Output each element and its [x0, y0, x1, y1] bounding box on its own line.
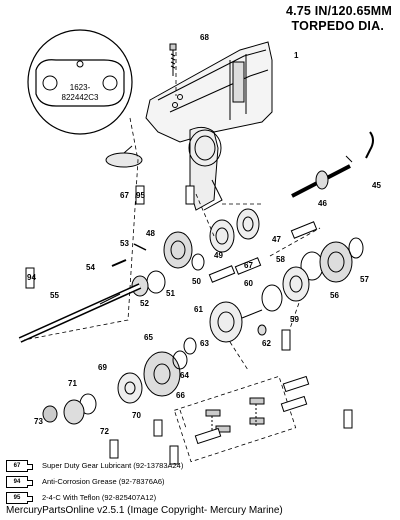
callout-47: 47 — [272, 235, 281, 244]
callout-72: 72 — [100, 427, 109, 436]
legend-row: 67 Super Duty Gear Lubricant (92-13783A2… — [6, 460, 306, 472]
callout-60: 60 — [244, 279, 253, 288]
legend-row: 95 2-4-C With Teflon (92-825407A12) — [6, 492, 306, 504]
inset-casting-line1: 1623- — [70, 83, 91, 92]
callout-59: 59 — [290, 315, 299, 324]
callout-50: 50 — [192, 277, 201, 286]
callout-69: 69 — [98, 363, 107, 372]
part-68-bolt — [169, 43, 177, 76]
tube-tag-94: 94 — [27, 273, 36, 282]
legend-text: 2-4-C With Teflon (92-825407A12) — [42, 493, 157, 502]
callout-57: 57 — [360, 275, 369, 284]
callout-52: 52 — [140, 299, 149, 308]
legend-text: Anti-Corrosion Grease (92-78376A6) — [42, 477, 165, 486]
part-48-gear — [163, 231, 193, 269]
callout-55: 55 — [50, 291, 59, 300]
tube-tag-67: 67 — [244, 261, 253, 270]
legend-tube-icon: 67 — [6, 460, 33, 472]
callout-48: 48 — [146, 229, 155, 238]
part-67-washer — [105, 152, 143, 168]
callout-65: 65 — [144, 333, 153, 342]
callout-53: 53 — [120, 239, 129, 248]
callout-73: 73 — [34, 417, 43, 426]
callout-66: 66 — [176, 391, 185, 400]
legend-tube-icon: 94 — [6, 476, 33, 488]
callout-58: 58 — [276, 255, 285, 264]
part-49-bearing — [209, 208, 260, 253]
part-61-carrier — [209, 301, 263, 343]
callout-labels: 68 1 45 46 67 53 48 49 47 54 50 52 51 55… — [34, 33, 381, 436]
lubricant-tubes — [25, 185, 353, 465]
callout-71: 71 — [68, 379, 77, 388]
casting-number-inset: 1623- 822442C3 — [27, 29, 133, 135]
inset-casting-line2: 822442C3 — [62, 93, 99, 102]
callout-64: 64 — [180, 371, 189, 380]
callout-62: 62 — [262, 339, 271, 348]
copyright-footer: MercuryPartsOnline v2.5.1 (Image Copyrig… — [6, 505, 283, 516]
diagram-title-line1: 4.75 IN/120.65MM — [285, 4, 392, 18]
lubricant-tags: 95 94 67 — [27, 191, 253, 282]
gear-housing — [145, 41, 273, 211]
diagram-title-line2: TORPEDO DIA. — [291, 19, 384, 33]
callout-1: 1 — [294, 51, 299, 60]
callout-68: 68 — [200, 33, 209, 42]
part-46-shaft — [291, 155, 353, 198]
callout-63: 63 — [200, 339, 209, 348]
callout-51: 51 — [166, 289, 175, 298]
callout-70: 70 — [132, 411, 141, 420]
legend-tube-icon: 95 — [6, 492, 33, 504]
forward-gear-group — [261, 237, 364, 312]
callout-54: 54 — [86, 263, 95, 272]
part-45-pin — [365, 131, 374, 159]
callout-61: 61 — [194, 305, 203, 314]
legend-row: 94 Anti-Corrosion Grease (92-78376A6) — [6, 476, 306, 488]
callout-67: 67 — [120, 191, 129, 200]
callout-49: 49 — [214, 251, 223, 260]
reverse-gear-group — [143, 350, 188, 397]
callout-46: 46 — [318, 199, 327, 208]
tube-tag-95: 95 — [136, 191, 145, 200]
callout-45: 45 — [372, 181, 381, 190]
legend-text: Super Duty Gear Lubricant (92-13783A24) — [42, 461, 184, 470]
part-55-driveshaft — [18, 283, 142, 343]
callout-56: 56 — [330, 291, 339, 300]
